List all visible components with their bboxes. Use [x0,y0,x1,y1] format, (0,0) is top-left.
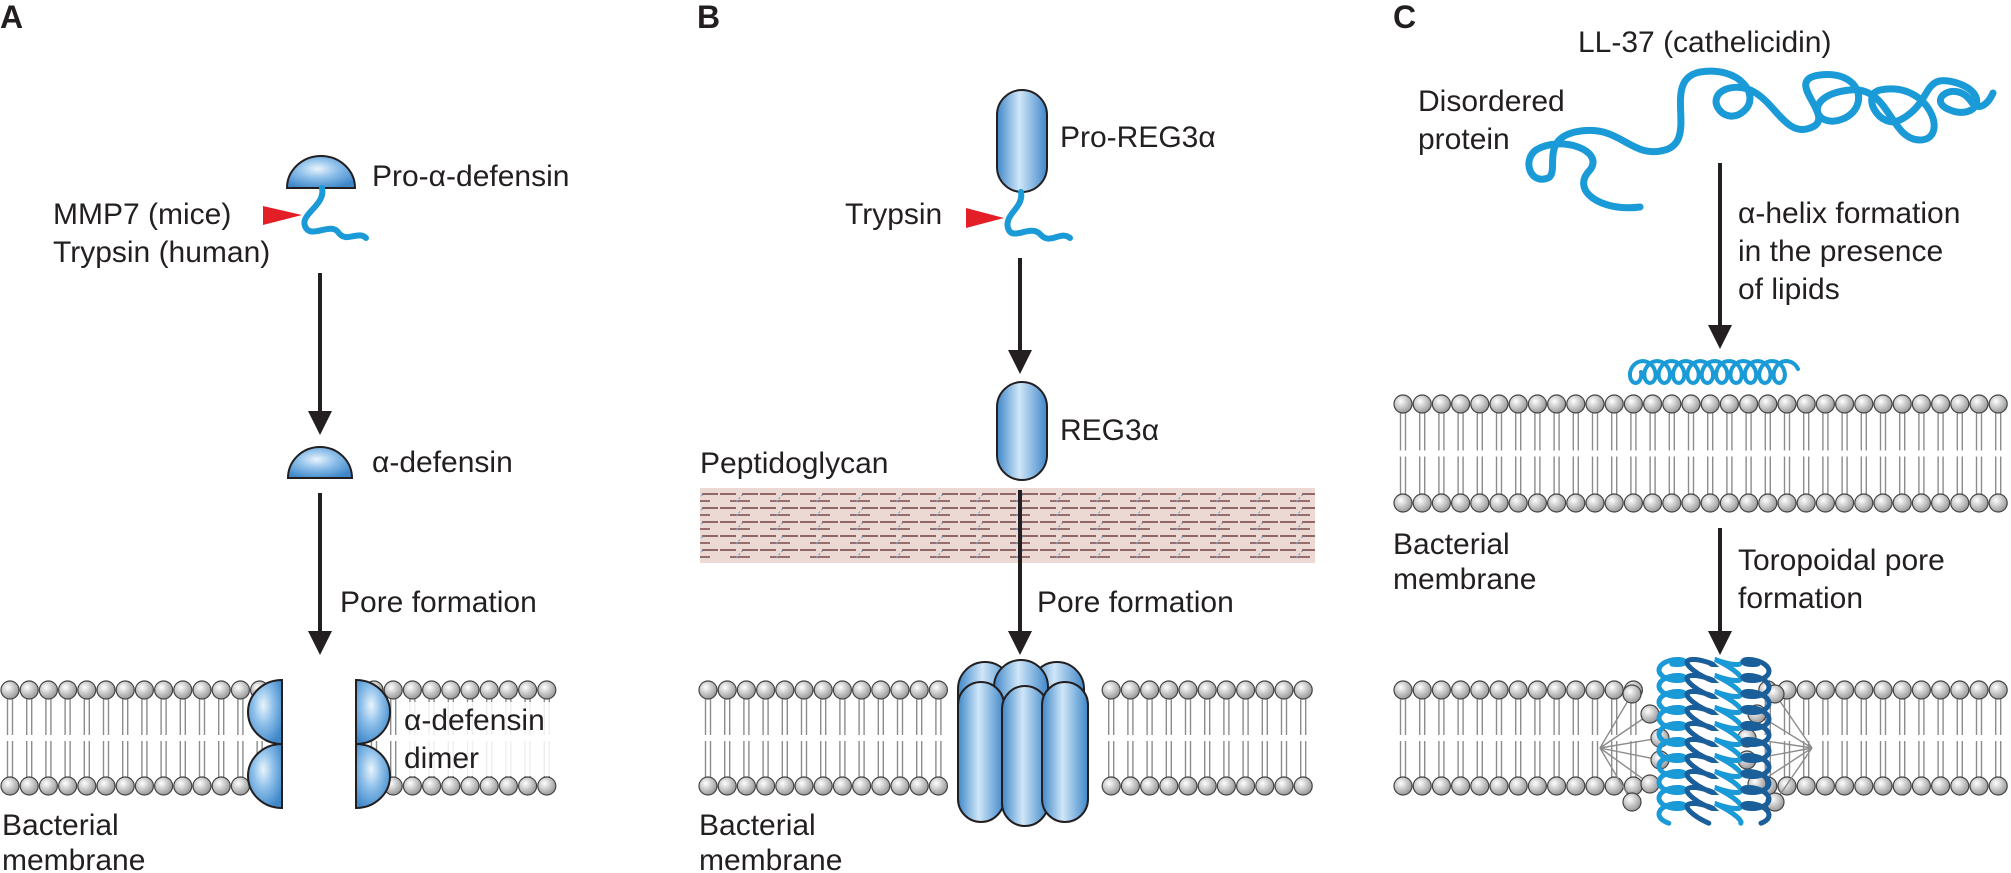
disordered-label-2: protein [1418,123,1510,156]
ll37-label: LL-37 (cathelicidin) [1578,26,1831,59]
peptidoglycan-label: Peptidoglycan [700,447,888,480]
pro-defensin-dome [285,155,357,189]
membrane-a-left [0,680,270,796]
panel-c: C LL-37 (cathelicidin) Disordered protei… [1393,0,1997,826]
toroidal-pore [1599,657,1813,826]
alpha-defensin-dome [286,446,354,479]
peptidoglycan-layer [700,488,1315,563]
reg3a-body [996,381,1048,481]
defensin-dimer-label-2: dimer [404,742,479,775]
panel-c-letter: C [1393,0,1416,35]
membrane-c-top [1393,394,2008,513]
protease-cleavage-icon [263,206,302,225]
panel-a: A Pro-α-defensin MMP7 (mice) Trypsin (hu… [0,0,569,873]
pro-defensin-propeptide-chain [301,185,369,241]
protease-label-mice: MMP7 (mice) [53,198,231,231]
helix-label-2: in the presence [1738,235,1943,268]
pore-helix [1656,657,1688,826]
helix-label-3: of lipids [1738,273,1840,306]
pro-reg3a-body [996,89,1048,193]
pro-defensin-label: Pro-α-defensin [372,160,569,193]
pro-reg3a-chain [1004,189,1073,242]
disordered-ll37-chain [1525,67,1997,212]
defensin-dimer-label-1: α-defensin [404,704,545,737]
membrane-label-c-1: Bacterial [1393,528,1510,561]
membrane-label-a-2: membrane [2,844,145,873]
panel-b-letter: B [697,0,720,35]
pore-formation-label-b: Pore formation [1037,586,1234,619]
pore-formation-label-a: Pore formation [340,586,537,619]
toroidal-label-1: Toropoidal pore [1738,544,1945,577]
pore-helix [1714,657,1744,826]
membrane-label-c-2: membrane [1393,563,1536,596]
panel-b: B Pro-REG3α Trypsin REG3α Peptidoglycan … [697,0,1315,873]
pore-helix [1740,657,1772,826]
defensin-dimer-right-top [355,678,391,746]
membrane-label-b-2: membrane [699,844,842,873]
protease-label-human: Trypsin (human) [53,236,270,269]
alpha-defensin-label: α-defensin [372,446,513,479]
reg3a-label: REG3α [1060,414,1159,447]
defensin-dimer-left-top [247,678,283,746]
trypsin-cleavage-icon [966,208,1004,228]
pore-helix [1684,657,1720,826]
membrane-b [698,680,1313,796]
toroidal-label-2: formation [1738,582,1863,615]
membrane-label-a-1: Bacterial [2,809,119,842]
defensin-dimer-right-bottom [355,742,391,810]
trypsin-label: Trypsin [845,198,942,231]
disordered-label-1: Disordered [1418,85,1565,118]
membrane-label-b-1: Bacterial [699,809,816,842]
helix-label-1: α-helix formation [1738,197,1960,230]
ll37-helix-on-membrane [1628,358,1800,386]
pro-reg3a-label: Pro-REG3α [1060,121,1216,154]
defensin-dimer-left-bottom [247,742,283,810]
reg3a-pore [957,659,1089,827]
panel-a-letter: A [0,0,23,35]
